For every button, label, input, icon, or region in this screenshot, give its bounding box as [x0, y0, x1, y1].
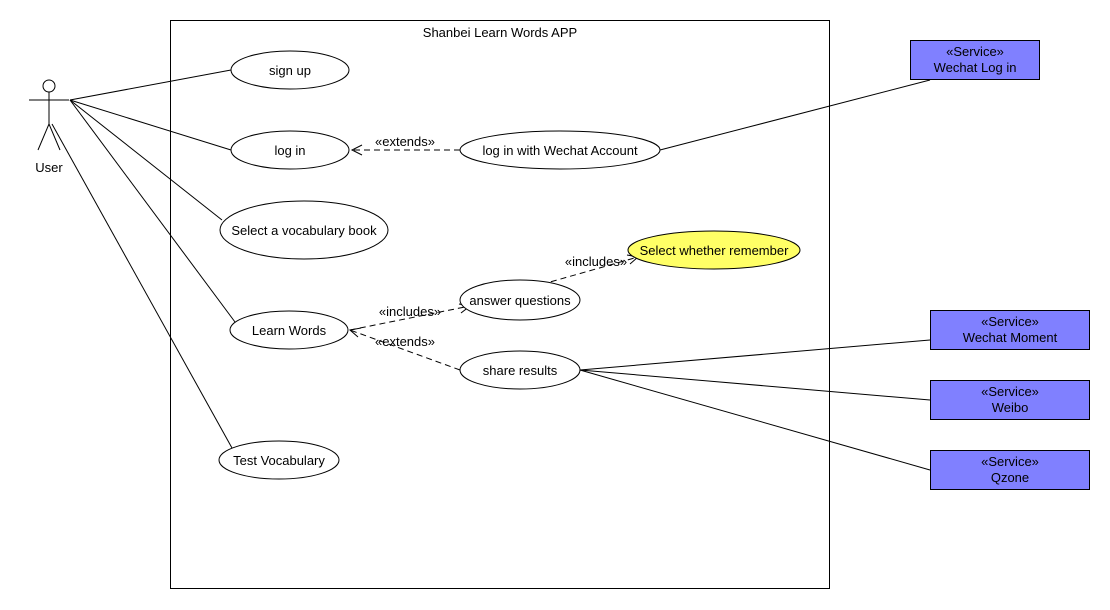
service-wechat-log-in-box	[910, 40, 1040, 80]
assoc-share-weibo	[579, 369, 931, 401]
dep-extends-share: «extends»	[348, 327, 461, 371]
usecase-sign-up[interactable]: sign up	[230, 50, 350, 90]
actor-right-leg	[48, 123, 61, 151]
usecase-log-in-shape	[230, 130, 350, 170]
assoc-user-learnwords	[69, 99, 236, 323]
usecase-answer-questions-label: answer questions	[469, 293, 571, 308]
usecase-log-in-wechat-shape	[459, 130, 661, 170]
usecase-sign-up-shape	[230, 50, 350, 90]
usecase-share-results-shape	[459, 350, 581, 390]
dep-includes-answer: «includes»	[349, 303, 472, 331]
usecase-learn-words-label: Learn Words	[252, 323, 327, 338]
assoc-share-qzone	[579, 369, 931, 471]
dep-extends-login: «extends»	[350, 134, 460, 156]
service-wechat-moment-box	[930, 310, 1090, 350]
usecase-select-remember-label: Select whether remember	[640, 243, 790, 258]
usecase-learn-words[interactable]: Learn Words	[229, 310, 349, 350]
usecase-test-vocabulary[interactable]: Test Vocabulary	[218, 440, 340, 480]
usecase-select-remember-shape	[627, 230, 801, 270]
usecase-share-results[interactable]: share results	[459, 350, 581, 390]
assoc-user-testvocab	[51, 123, 233, 449]
service-wechat-moment[interactable]: «Service» Wechat Moment	[930, 310, 1090, 350]
usecase-share-results-label: share results	[483, 363, 558, 378]
actor-head	[42, 79, 56, 93]
usecase-test-vocabulary-shape	[218, 440, 340, 480]
usecase-log-in-wechat-label: log in with Wechat Account	[482, 143, 638, 158]
service-weibo-stereotype: «Service»	[981, 384, 1039, 399]
usecase-log-in-label: log in	[274, 143, 305, 158]
actor-label: User	[35, 160, 63, 175]
dep-extends-login-label: «extends»	[375, 134, 435, 149]
usecase-log-in-wechat[interactable]: log in with Wechat Account	[459, 130, 661, 170]
service-wechat-log-in-stereotype: «Service»	[946, 44, 1004, 59]
usecase-select-book-shape	[219, 200, 389, 260]
service-qzone-stereotype: «Service»	[981, 454, 1039, 469]
usecase-select-remember[interactable]: Select whether remember	[627, 230, 801, 270]
service-wechat-moment-name: Wechat Moment	[963, 330, 1058, 345]
dep-extends-share-label: «extends»	[375, 334, 435, 349]
assoc-user-selectbook	[69, 99, 223, 221]
dep-includes-remember-label: «includes»	[565, 254, 627, 269]
usecase-answer-questions-shape	[459, 279, 581, 321]
usecase-log-in[interactable]: log in	[230, 130, 350, 170]
usecase-learn-words-shape	[229, 310, 349, 350]
assoc-share-wechatmoment	[579, 339, 931, 371]
usecase-test-vocabulary-label: Test Vocabulary	[233, 453, 325, 468]
service-qzone-box	[930, 450, 1090, 490]
dep-includes-answer-label: «includes»	[379, 304, 441, 319]
system-title: Shanbei Learn Words APP	[423, 25, 577, 40]
service-qzone[interactable]: «Service» Qzone	[930, 450, 1090, 490]
dep-includes-answer-line	[349, 305, 471, 331]
system-boundary	[170, 20, 830, 589]
service-wechat-moment-stereotype: «Service»	[981, 314, 1039, 329]
service-wechat-log-in[interactable]: «Service» Wechat Log in	[910, 40, 1040, 80]
assoc-wechatlogin-service	[659, 79, 931, 151]
usecase-select-book[interactable]: Select a vocabulary book	[219, 200, 389, 260]
dep-extends-share-arrowhead	[348, 327, 362, 338]
usecase-select-book-label: Select a vocabulary book	[231, 223, 377, 238]
service-wechat-log-in-name: Wechat Log in	[934, 60, 1017, 75]
actor-left-leg	[37, 123, 50, 151]
service-weibo[interactable]: «Service» Weibo	[930, 380, 1090, 420]
usecase-answer-questions[interactable]: answer questions	[459, 279, 581, 321]
service-weibo-box	[930, 380, 1090, 420]
service-weibo-name: Weibo	[992, 400, 1029, 415]
dep-extends-login-arrowhead	[350, 144, 363, 156]
usecase-sign-up-label: sign up	[269, 63, 311, 78]
assoc-user-login	[69, 99, 232, 151]
service-qzone-name: Qzone	[991, 470, 1029, 485]
assoc-user-signup	[69, 69, 232, 101]
actor-user[interactable]: User	[29, 79, 69, 175]
